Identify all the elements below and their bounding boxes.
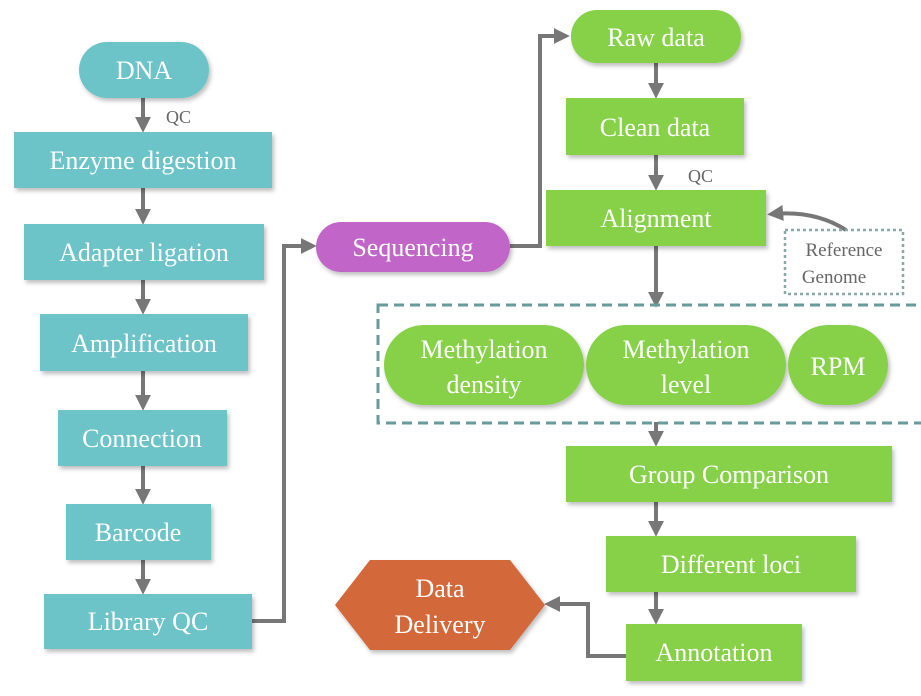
node-labels: DNA Enzyme digestion Adapter ligation Am… xyxy=(49,23,865,667)
methylation-density-node xyxy=(384,325,584,405)
left-arrows xyxy=(135,28,570,623)
rpm-node xyxy=(788,325,888,405)
arrow-annotation-delivery xyxy=(544,596,626,658)
clean-data-label: Clean data xyxy=(600,113,711,142)
arrow-sequencing-rawdata xyxy=(510,28,570,248)
group-comparison-label: Group Comparison xyxy=(629,460,829,489)
methylation-level-label-1: Methylation xyxy=(622,335,749,364)
rpm-label: RPM xyxy=(811,352,866,381)
barcode-label: Barcode xyxy=(95,518,182,547)
raw-data-node xyxy=(571,10,741,63)
sequencing-node xyxy=(316,222,510,272)
enzyme-digestion-label: Enzyme digestion xyxy=(49,146,236,175)
adapter-ligation-node xyxy=(24,224,264,280)
barcode-node xyxy=(66,504,211,560)
data-delivery-label-2: Delivery xyxy=(395,610,486,639)
sequencing-label: Sequencing xyxy=(352,233,473,262)
arrow-reference-alignment xyxy=(767,204,848,232)
qc-label-left: QC xyxy=(166,107,191,127)
qc-label-right: QC xyxy=(688,166,713,186)
reference-label-2: Genome xyxy=(802,267,866,288)
annotation-label: Annotation xyxy=(656,638,773,667)
connection-label: Connection xyxy=(82,424,202,453)
dna-label: DNA xyxy=(116,56,173,85)
data-delivery-node xyxy=(335,560,545,650)
enzyme-digestion-node xyxy=(14,132,272,188)
connection-node xyxy=(58,410,227,466)
right-arrows xyxy=(544,63,848,658)
reference-label-1: Reference xyxy=(806,240,883,261)
library-qc-node xyxy=(44,594,252,649)
arrow-libraryqc-sequencing xyxy=(252,238,317,623)
methylation-density-label-1: Methylation xyxy=(420,335,547,364)
raw-data-label: Raw data xyxy=(607,23,705,52)
different-loci-label: Different loci xyxy=(661,550,801,579)
methylation-level-label-2: level xyxy=(661,370,712,399)
amplification-node xyxy=(40,314,248,371)
library-qc-label: Library QC xyxy=(88,607,209,636)
clean-data-node xyxy=(566,98,744,155)
side-labels: QC QC Reference Genome xyxy=(166,107,883,288)
dna-node xyxy=(79,42,209,98)
different-loci-node xyxy=(606,536,856,592)
methylation-density-label-2: density xyxy=(446,370,521,399)
alignment-label: Alignment xyxy=(600,204,712,233)
annotation-node xyxy=(626,624,802,681)
data-delivery-label-1: Data xyxy=(415,574,465,603)
group-comparison-node xyxy=(566,446,892,502)
library-prep-column xyxy=(14,42,272,649)
methylation-level-node xyxy=(586,325,786,405)
amplification-label: Amplification xyxy=(71,329,217,358)
analysis-column xyxy=(384,10,892,681)
adapter-ligation-label: Adapter ligation xyxy=(59,238,229,267)
reference-genome-box xyxy=(783,228,905,296)
alignment-node xyxy=(546,190,766,246)
metrics-dashed-box xyxy=(376,303,921,425)
